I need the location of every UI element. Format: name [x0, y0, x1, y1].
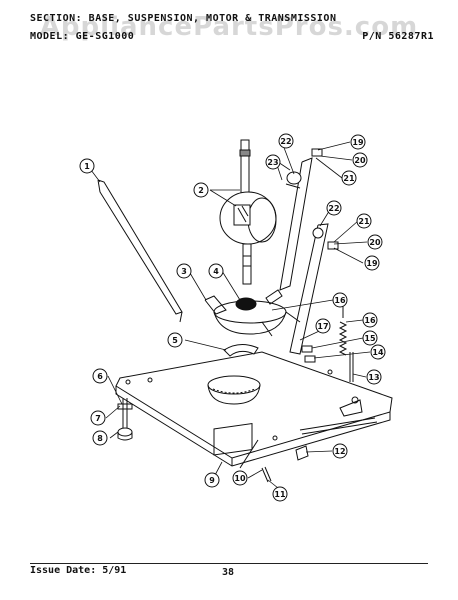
callout-2: 2 [193, 182, 209, 198]
svg-text:20: 20 [354, 156, 366, 165]
svg-text:9: 9 [209, 476, 215, 485]
svg-text:14: 14 [372, 348, 384, 357]
callout-19-lower: 19 [364, 255, 380, 271]
callout-11: 11 [272, 486, 288, 502]
svg-text:21: 21 [343, 174, 355, 183]
svg-text:10: 10 [234, 474, 246, 483]
watermark: AppliancePartsPros.com [39, 12, 419, 42]
callout-9: 9 [204, 472, 220, 488]
svg-text:8: 8 [97, 434, 103, 443]
callout-12: 12 [332, 443, 348, 459]
callout-23: 23 [265, 154, 281, 170]
svg-text:4: 4 [213, 267, 219, 276]
tub-support-bar-left [97, 179, 183, 323]
svg-text:13: 13 [368, 373, 379, 382]
pulley [223, 344, 259, 357]
callout-22-upper: 22 [278, 133, 294, 149]
leader-lines [90, 141, 371, 489]
callout-14: 14 [370, 344, 386, 360]
footer-rule [30, 563, 428, 564]
base-plate [115, 351, 393, 467]
page-number: 38 [222, 567, 235, 578]
svg-text:2: 2 [198, 186, 204, 195]
callout-19-upper: 19 [350, 134, 366, 150]
hardware-parts [239, 345, 316, 483]
callouts: 1 2 3 4 5 6 7 8 9 10 11 12 13 14 15 16 1… [79, 133, 386, 502]
svg-text:22: 22 [280, 137, 291, 146]
svg-text:23: 23 [267, 158, 278, 167]
callout-13: 13 [366, 369, 382, 385]
transmission [213, 289, 301, 337]
svg-text:19: 19 [366, 259, 378, 268]
callout-3: 3 [176, 263, 192, 279]
callout-21-upper: 21 [341, 170, 357, 186]
svg-text:7: 7 [95, 414, 101, 423]
callout-22-lower: 22 [326, 200, 342, 216]
svg-text:6: 6 [97, 372, 103, 381]
issue-date: Issue Date: 5/91 [30, 565, 127, 576]
callout-8: 8 [92, 430, 108, 446]
svg-text:19: 19 [352, 138, 364, 147]
model-label: MODEL: GE-SG1000 [30, 31, 135, 42]
bolt [349, 352, 354, 382]
leveling-legs [117, 398, 133, 441]
svg-text:20: 20 [369, 238, 381, 247]
callout-1: 1 [79, 158, 95, 174]
callout-16-upper: 16 [332, 292, 348, 308]
spring [338, 300, 348, 356]
callout-16-spring: 16 [362, 312, 378, 328]
callout-6: 6 [92, 368, 108, 384]
svg-text:3: 3 [181, 267, 187, 276]
suspension-bars-right [279, 148, 339, 355]
callout-21-lower: 21 [356, 213, 372, 229]
svg-text:5: 5 [172, 336, 178, 345]
part-number: P/N 56287R1 [362, 31, 434, 42]
svg-text:22: 22 [328, 204, 339, 213]
callout-15: 15 [362, 330, 378, 346]
callout-10: 10 [232, 470, 248, 486]
svg-text:12: 12 [334, 447, 345, 456]
svg-text:21: 21 [358, 217, 370, 226]
svg-text:16: 16 [364, 316, 376, 325]
callout-7: 7 [90, 410, 106, 426]
callout-17: 17 [315, 318, 331, 334]
section-title: SECTION: BASE, SUSPENSION, MOTOR & TRANS… [30, 13, 337, 24]
svg-text:15: 15 [364, 334, 376, 343]
callout-20-lower: 20 [367, 234, 383, 250]
callout-20-upper: 20 [352, 152, 368, 168]
svg-text:11: 11 [274, 490, 286, 499]
callout-4: 4 [208, 263, 224, 279]
svg-text:16: 16 [334, 296, 346, 305]
svg-text:17: 17 [317, 322, 328, 331]
transmission-bracket [204, 295, 227, 315]
callout-5: 5 [167, 332, 183, 348]
svg-text:1: 1 [84, 162, 90, 171]
